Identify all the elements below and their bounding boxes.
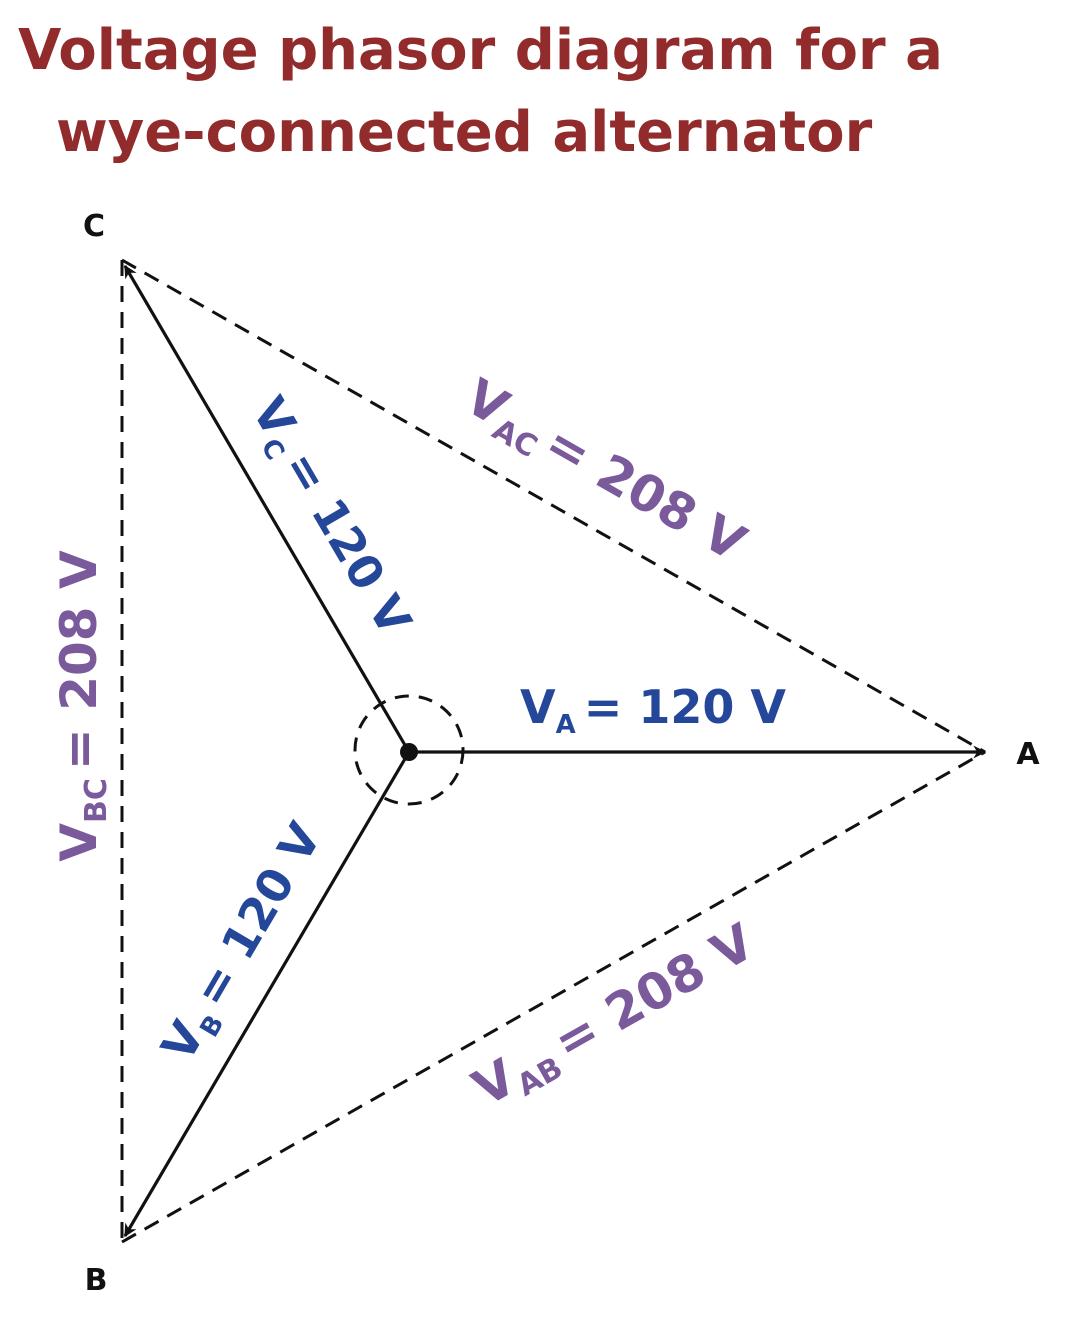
rotation-indicator-circle [353, 694, 465, 806]
phase-label-a-subscript: A [556, 710, 576, 740]
phase-label-a: VA = 120 V [520, 680, 786, 740]
phase-arrows [123, 264, 987, 1238]
line-ab-dashed [121, 750, 986, 1244]
line-label-bc-subscript: BC [79, 778, 114, 823]
line-label-ab-value: = 208 V [544, 913, 764, 1072]
phase-label-c-value: = 120 V [273, 442, 422, 644]
line-voltage-triangle [120, 258, 986, 1244]
line-label-ac-value: = 208 V [536, 413, 756, 572]
vertex-label-c: C [83, 209, 105, 244]
phase-label-b-value: = 120 V [183, 813, 332, 1015]
title-line-2: wye-connected alternator [56, 100, 873, 165]
phase-label-c: VC= 120 V [236, 388, 422, 647]
line-ac-dashed [121, 258, 986, 754]
neutral-point [400, 743, 418, 761]
phasor-c-arrow [123, 264, 411, 753]
line-label-bc: VBC = 208 V [50, 550, 114, 862]
line-label-bc-value: = 208 V [50, 550, 108, 770]
line-label-bc-symbol: V [50, 823, 108, 862]
phase-label-a-value: = 120 V [584, 680, 787, 734]
line-label-ac: VAC= 208 V [453, 368, 756, 578]
phase-label-a-symbol: V [520, 680, 556, 734]
phasor-b-arrow [123, 751, 411, 1238]
title-line-1: Voltage phasor diagram for a [18, 18, 943, 83]
page-title: Voltage phasor diagram for a wye-connect… [18, 10, 1058, 174]
line-label-ab: VAB= 208 V [463, 913, 767, 1123]
vertex-label-a: A [1016, 737, 1040, 772]
vertex-label-b: B [85, 1263, 108, 1298]
